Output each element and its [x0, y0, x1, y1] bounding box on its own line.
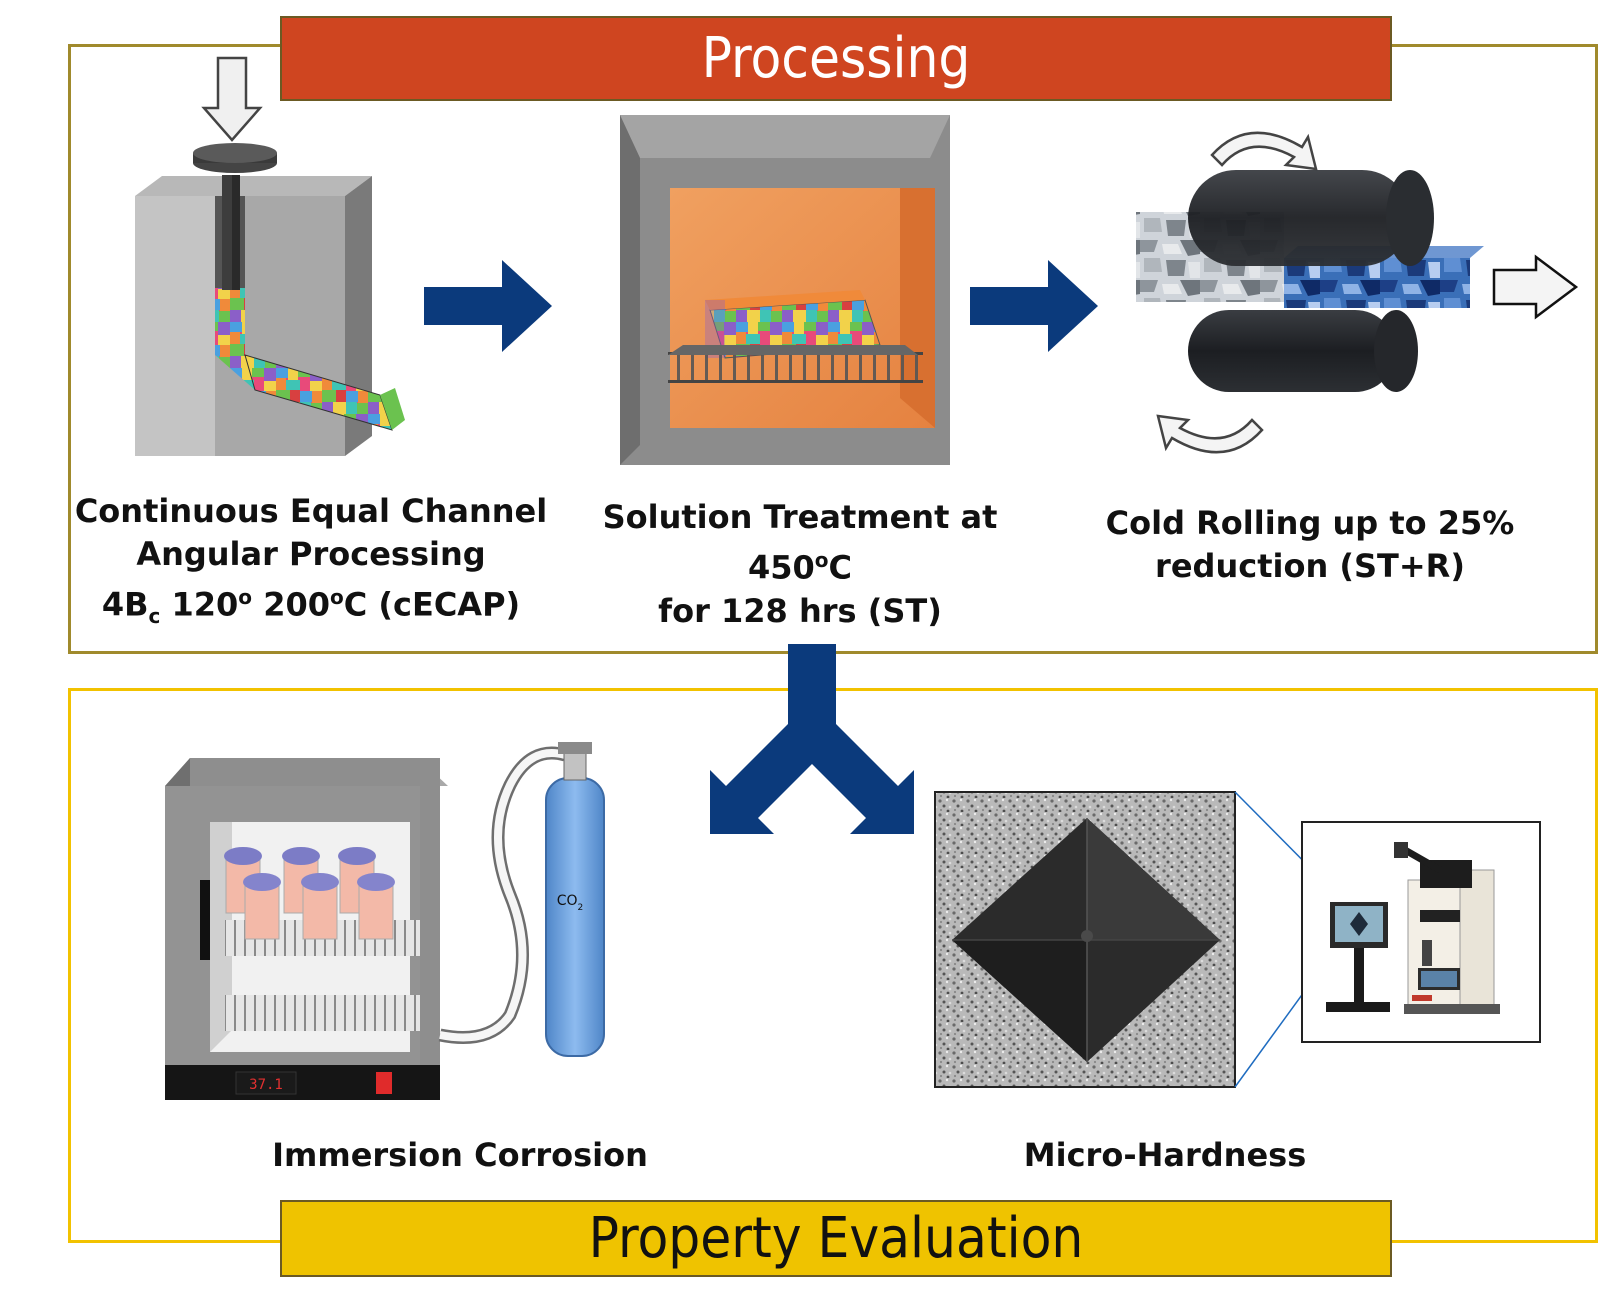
incubator-illustration: 37.1 [165, 758, 448, 1100]
process-arrow-icon [424, 260, 552, 352]
caption-line: reduction (ST+R) [1155, 547, 1465, 585]
incubator-display: 37.1 [249, 1077, 283, 1093]
caption-line: Solution Treatment at [602, 498, 998, 536]
rolling-mill-illustration [1136, 131, 1579, 454]
down-arrow-icon [201, 56, 263, 142]
processing-banner: Processing [280, 16, 1392, 101]
furnace-illustration [620, 115, 950, 465]
caption-line: Angular Processing [136, 535, 486, 573]
step-solution-treatment-caption: Solution Treatment at 450oC for 128 hrs … [580, 496, 1020, 633]
process-arrow-icon [970, 260, 1098, 352]
micro-hardness-label: Micro-Hardness [1023, 1136, 1307, 1174]
property-evaluation-banner: Property Evaluation [280, 1200, 1392, 1277]
gas-label: CO [557, 893, 578, 909]
rotation-arrow-icon [1156, 414, 1264, 454]
indentation-micrograph [934, 791, 1236, 1088]
caption-line: for 128 hrs (ST) [658, 591, 942, 630]
co2-cylinder-illustration: CO2 [438, 742, 605, 1057]
split-arrow-icon [710, 644, 914, 834]
svg-text:CO2: CO2 [557, 893, 584, 913]
power-switch [376, 1072, 392, 1094]
caption-line: Continuous Equal Channel [74, 492, 548, 530]
gas-label-subscript: 2 [578, 903, 584, 913]
step-cold-rolling-caption: Cold Rolling up to 25% reduction (ST+R) [1080, 502, 1540, 588]
caption-line: 4Bc 120o 200oC (cECAP) [101, 585, 521, 629]
hardness-tester-illustration [1301, 821, 1541, 1043]
caption-line: 450oC [747, 548, 853, 587]
step-cecap-caption: Continuous Equal Channel Angular Process… [56, 490, 566, 638]
ecap-die-illustration [135, 56, 405, 456]
caption-line: Cold Rolling up to 25% [1105, 504, 1515, 542]
rotation-arrow-icon [1210, 131, 1318, 171]
right-arrow-icon [1492, 254, 1579, 320]
sample-vials [224, 847, 395, 940]
immersion-corrosion-label: Immersion Corrosion [272, 1136, 648, 1174]
